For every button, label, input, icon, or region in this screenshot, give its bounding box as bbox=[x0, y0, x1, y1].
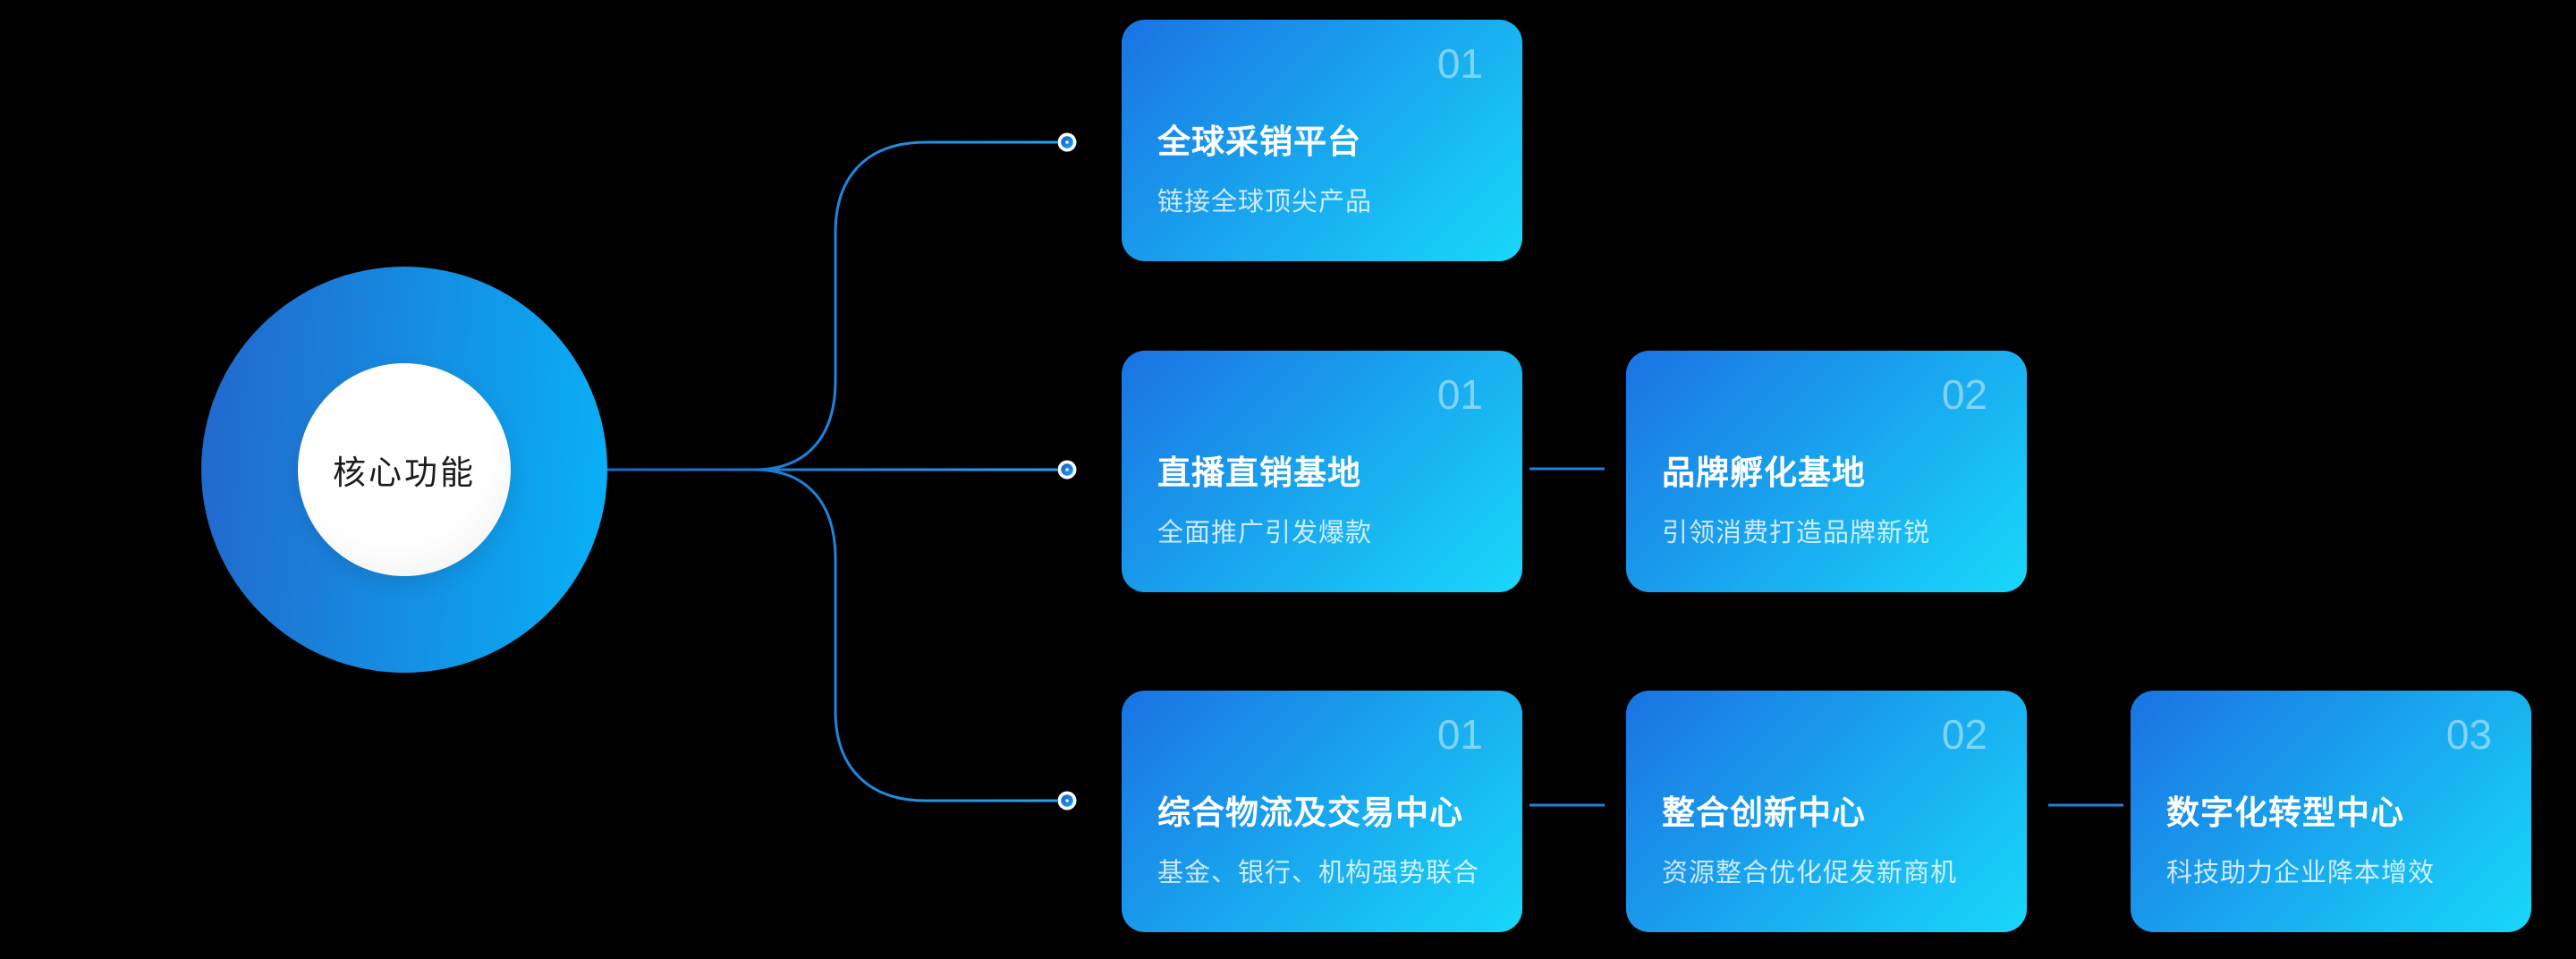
card-subtitle: 资源整合优化促发新商机 bbox=[1662, 859, 1958, 887]
card-brand-incubation-base: 02 品牌孵化基地 引领消费打造品牌新锐 bbox=[1626, 351, 2027, 592]
card-title: 综合物流及交易中心 bbox=[1157, 794, 1463, 831]
card-number: 01 bbox=[1436, 40, 1483, 87]
card-subtitle: 引领消费打造品牌新锐 bbox=[1662, 519, 1931, 547]
card-title: 品牌孵化基地 bbox=[1662, 454, 1866, 491]
card-subtitle: 科技助力企业降本增效 bbox=[2166, 859, 2436, 887]
row1-connector-dot bbox=[1057, 132, 1077, 152]
card-subtitle: 全面推广引发爆款 bbox=[1157, 519, 1373, 547]
hub-inner-circle: 核心功能 bbox=[298, 363, 511, 576]
card-live-streaming-base: 01 直播直销基地 全面推广引发爆款 bbox=[1122, 351, 1522, 592]
card-number: 03 bbox=[2445, 711, 2492, 758]
link-branch-top bbox=[753, 140, 1057, 471]
row3-connector-dot bbox=[1057, 791, 1077, 810]
card-number: 01 bbox=[1436, 371, 1483, 418]
card-title: 整合创新中心 bbox=[1662, 794, 1866, 831]
card-subtitle: 基金、银行、机构强势联合 bbox=[1157, 859, 1480, 887]
card-number: 02 bbox=[1941, 371, 1987, 418]
card-title: 直播直销基地 bbox=[1157, 454, 1361, 491]
link-branch-bottom bbox=[753, 468, 1057, 802]
hub-label: 核心功能 bbox=[333, 454, 476, 491]
card-logistics-trading-center: 01 综合物流及交易中心 基金、银行、机构强势联合 bbox=[1122, 691, 1522, 932]
card-number: 02 bbox=[1941, 711, 1987, 758]
card-integrated-innovation-center: 02 整合创新中心 资源整合优化促发新商机 bbox=[1626, 691, 2027, 932]
card-title: 数字化转型中心 bbox=[2166, 794, 2404, 831]
row2-connector-dot bbox=[1057, 460, 1077, 480]
card-global-procurement-platform: 01 全球采销平台 链接全球顶尖产品 bbox=[1122, 20, 1522, 261]
card-subtitle: 链接全球顶尖产品 bbox=[1157, 188, 1373, 216]
card-number: 01 bbox=[1436, 711, 1483, 758]
card-title: 全球采销平台 bbox=[1157, 123, 1361, 160]
card-digital-transformation-center: 03 数字化转型中心 科技助力企业降本增效 bbox=[2131, 691, 2531, 932]
